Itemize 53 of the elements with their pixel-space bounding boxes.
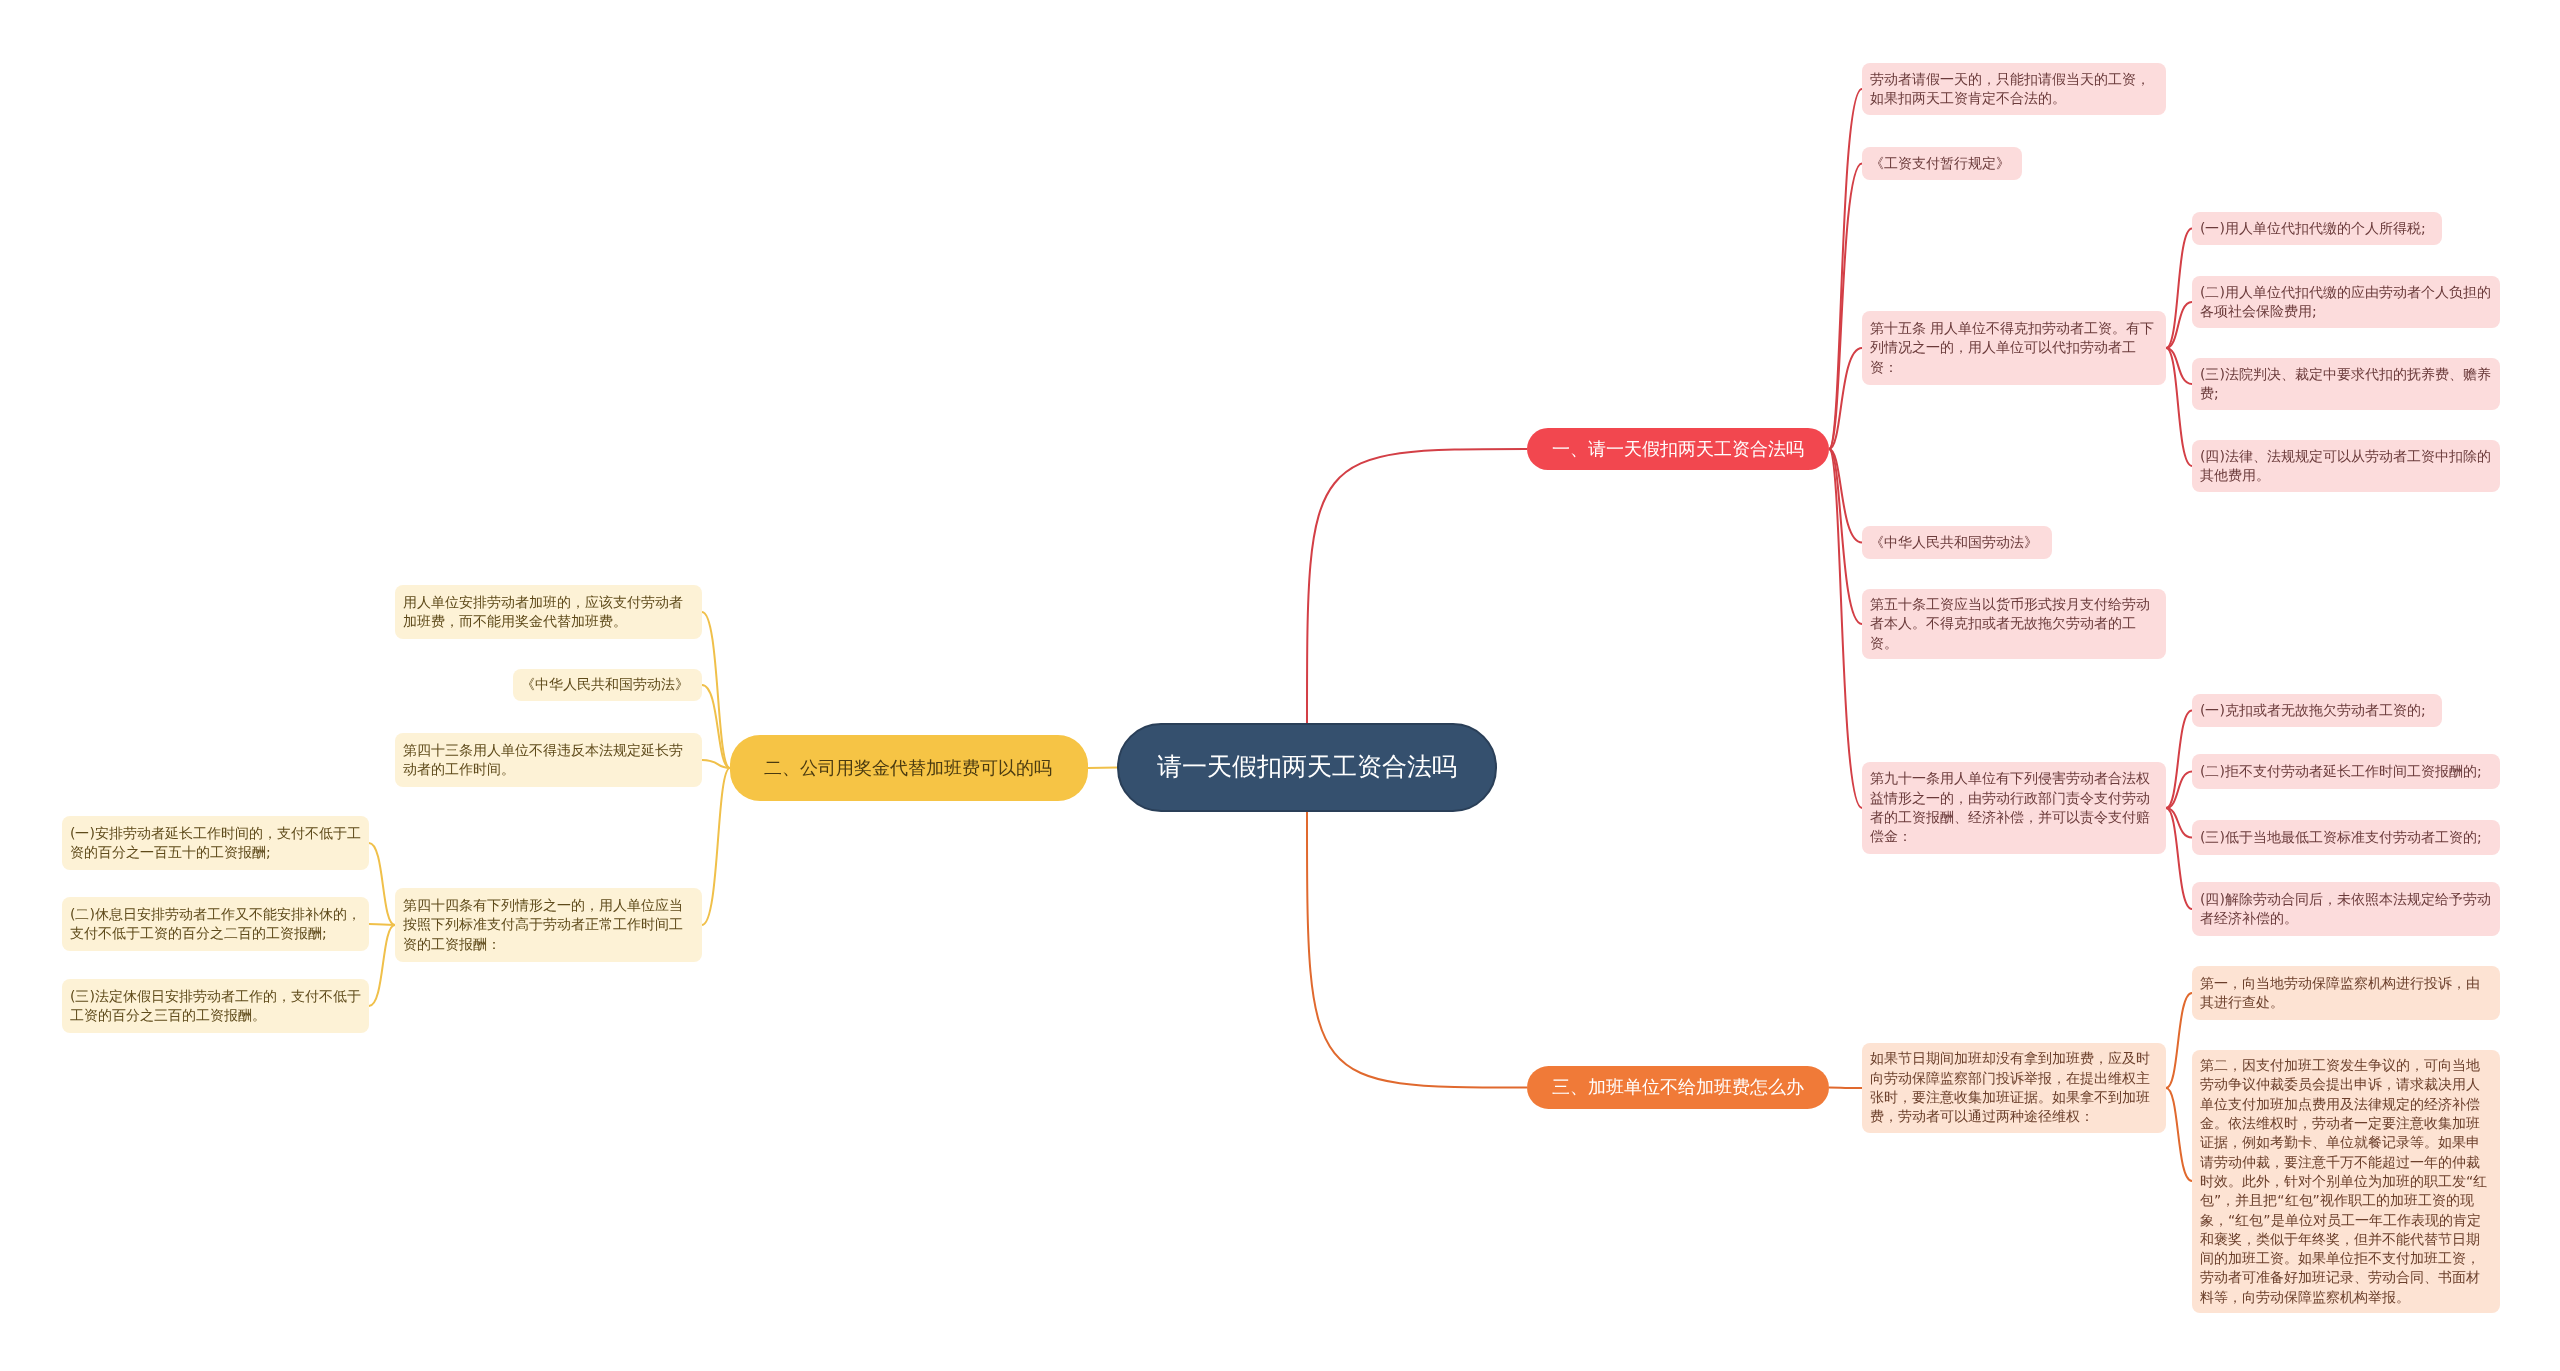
topic-note: 《中华人民共和国劳动法》 <box>1862 526 2052 559</box>
connector-line <box>2165 807 2193 839</box>
connector-line <box>2165 301 2193 349</box>
branch-topic: 二、公司用奖金代替加班费可以的吗 <box>730 735 1088 801</box>
branch-topic: 三、加班单位不给加班费怎么办 <box>1527 1066 1829 1109</box>
topic-note: 如果节日期间加班却没有拿到加班费，应及时向劳动保障监察部门投诉举报，在提出维权主张时，要注意收集加班证据。如果拿不到加班费，劳动者可以通过两种途径维权： <box>1862 1043 2166 1133</box>
connector-line <box>368 924 396 1007</box>
connector-line <box>701 767 731 926</box>
topic-note: 《工资支付暂行规定》 <box>1862 147 2022 180</box>
topic-note: 用人单位安排劳动者加班的，应该支付劳动者加班费，而不能用奖金代替加班费。 <box>395 585 702 639</box>
topic-note: 第九十一条用人单位有下列侵害劳动者合法权益情形之一的，由劳动行政部门责令支付劳动者的工资报酬、经济补偿，并可以责令支付赔偿金： <box>1862 762 2166 854</box>
connector-line <box>1828 347 1863 450</box>
connector-line <box>1306 811 1528 1089</box>
topic-note: (四)法律、法规规定可以从劳动者工资中扣除的其他费用。 <box>2192 440 2500 492</box>
topic-note: 第十五条 用人单位不得克扣劳动者工资。有下列情况之一的，用人单位可以代扣劳动者工资： <box>1862 311 2166 385</box>
connector-line <box>2165 1087 2193 1182</box>
topic-note: (二)拒不支付劳动者延长工作时间工资报酬的; <box>2192 754 2500 789</box>
connector-line <box>2165 770 2193 809</box>
connector-line <box>1828 1086 1863 1089</box>
topic-note: 劳动者请假一天的，只能扣请假当天的工资，如果扣两天工资肯定不合法的。 <box>1862 63 2166 115</box>
topic-note: (三)法定休假日安排劳动者工作的，支付不低于工资的百分之三百的工资报酬。 <box>62 979 369 1033</box>
topic-note: (三)法院判决、裁定中要求代扣的抚养费、赡养费; <box>2192 358 2500 410</box>
branch-topic: 一、请一天假扣两天工资合法吗 <box>1527 428 1829 470</box>
connector-line <box>2165 992 2193 1089</box>
central-topic: 请一天假扣两天工资合法吗 <box>1117 723 1497 812</box>
topic-note: (四)解除劳动合同后，未依照本法规定给予劳动者经济补偿的。 <box>2192 882 2500 936</box>
connector-line <box>1087 766 1118 769</box>
connector-line <box>368 842 396 926</box>
connector-line <box>2165 347 2193 385</box>
topic-note: 第四十四条有下列情形之一的，用人单位应当按照下列标准支付高于劳动者正常工作时间工资的工资报酬： <box>395 888 702 962</box>
topic-note: (二)用人单位代扣代缴的应由劳动者个人负担的各项社会保险费用; <box>2192 276 2500 328</box>
connector-line <box>2165 709 2193 809</box>
topic-note: 第一，向当地劳动保障监察机构进行投诉，由其进行查处。 <box>2192 966 2500 1020</box>
connector-line <box>2165 227 2193 349</box>
connector-line <box>1828 448 1863 625</box>
topic-note: (二)休息日安排劳动者工作又不能安排补休的，支付不低于工资的百分之二百的工资报酬; <box>62 897 369 951</box>
connector-line <box>1828 448 1863 809</box>
topic-note: (一)克扣或者无故拖欠劳动者工资的; <box>2192 694 2442 727</box>
topic-note: 《中华人民共和国劳动法》 <box>513 669 702 701</box>
topic-note: 第五十条工资应当以货币形式按月支付给劳动者本人。不得克扣或者无故拖欠劳动者的工资。 <box>1862 589 2166 659</box>
connector-line <box>701 611 731 769</box>
topic-note: (一)安排劳动者延长工作时间的，支付不低于工资的百分之一百五十的工资报酬; <box>62 816 369 870</box>
connector-line <box>2165 347 2193 467</box>
topic-note: (一)用人单位代扣代缴的个人所得税; <box>2192 212 2442 245</box>
topic-note: 第二，因支付加班工资发生争议的，可向当地劳动争议仲裁委员会提出申诉，请求裁决用人单位支付加班加点费用及法律规定的经济补偿金。依法维权时，劳动者一定要注意收集加班证据，例如考勤卡、单位就餐记录等。如果申请劳动仲裁，要注意千万不能超过一年的仲裁时效。此外，针对个别单位为加班的职工发“红包”，并且把“红包”视作职工的加班工资的现象，“红包”是单位对员工一年工作表现的肯定和褒奖，类似于年终奖，但并不能代替节日期间的加班工资。如果单位拒不支付加班工资，劳动者可准备好加班记录、劳动合同、书面材料等，向劳动保障监察机构举报。 <box>2192 1050 2500 1314</box>
connector-line <box>1828 162 1863 450</box>
connector-line <box>1828 448 1863 544</box>
topic-note: 第四十三条用人单位不得违反本法规定延长劳动者的工作时间。 <box>395 733 702 787</box>
topic-note: (三)低于当地最低工资标准支付劳动者工资的; <box>2192 820 2500 855</box>
connector-line <box>2165 807 2193 910</box>
connector-line <box>701 684 731 769</box>
connector-line <box>701 759 731 769</box>
connector-line <box>1306 448 1528 724</box>
